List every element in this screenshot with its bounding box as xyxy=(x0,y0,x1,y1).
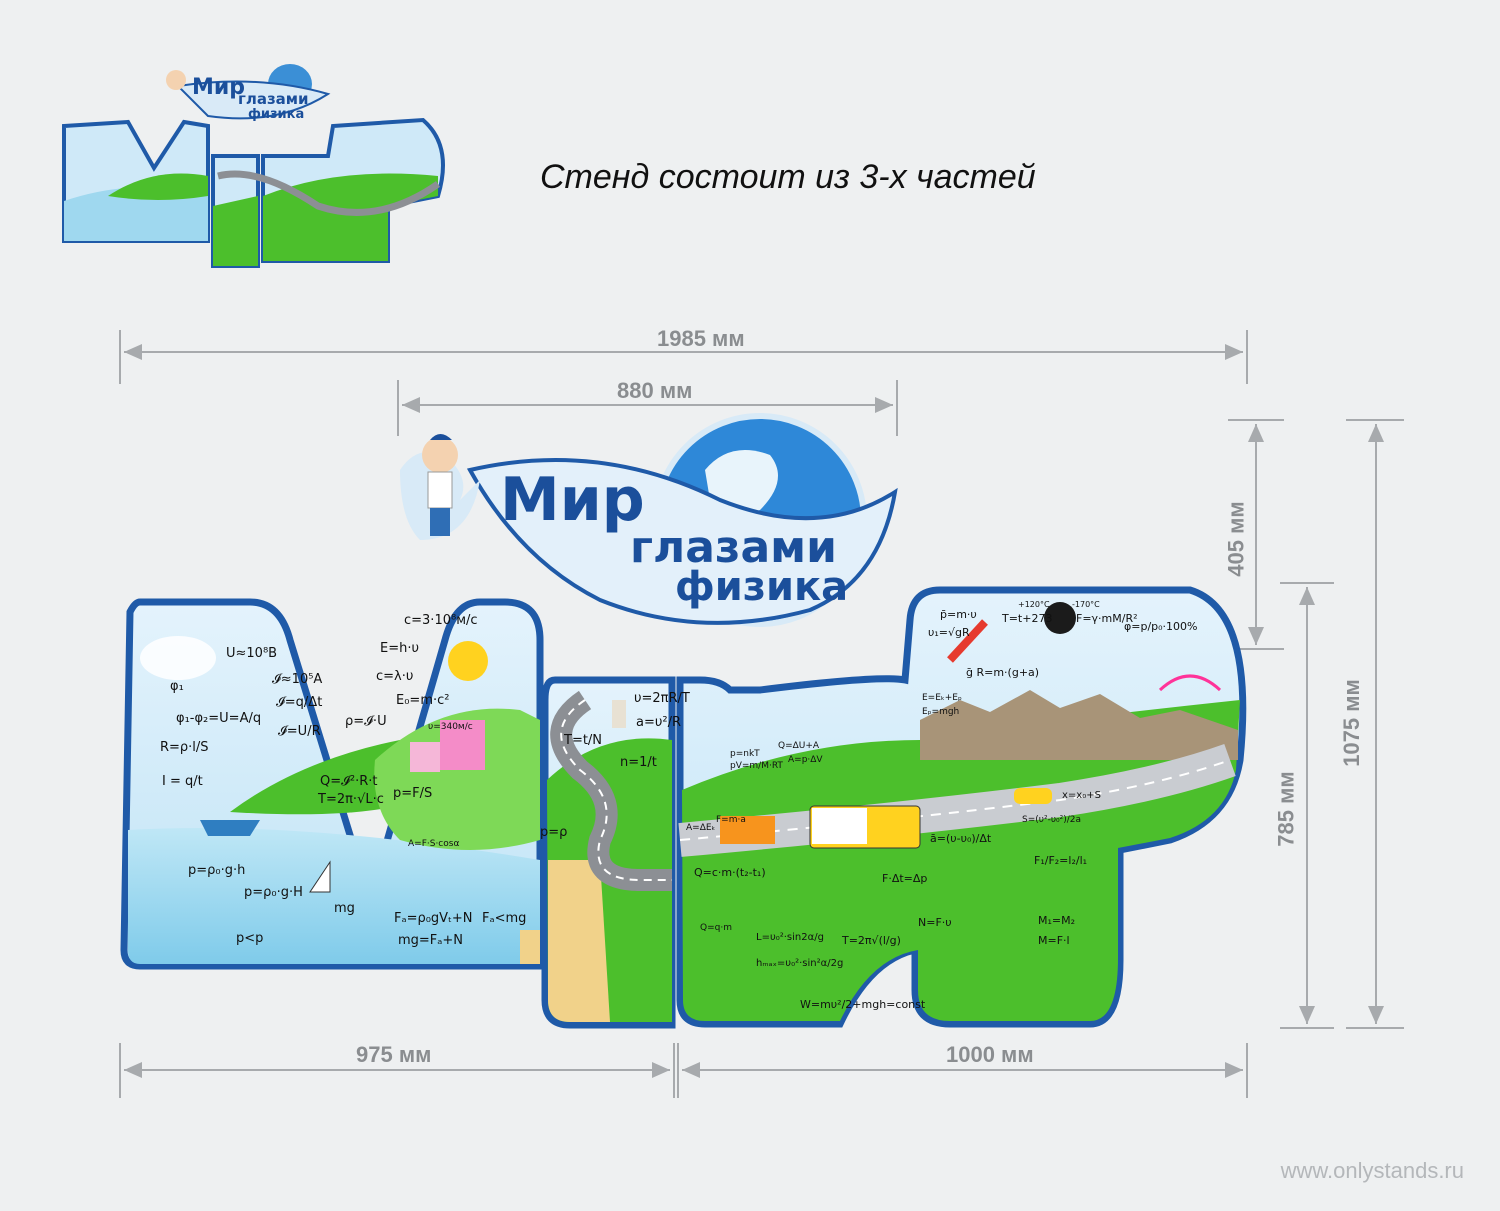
formula-text: υ=340м/с xyxy=(428,722,473,732)
dim-left-width-label: 975 мм xyxy=(356,1042,432,1067)
formula-text: φ₁-φ₂=U=A/q xyxy=(176,711,261,726)
dim-total-width-label: 1985 мм xyxy=(657,326,745,351)
formulas-i: υ=2πR/T a=υ²/R T=t/N n=1/t p=ρ A=F·S·cos… xyxy=(408,691,690,849)
formula-text: F=γ·mM/R² xyxy=(1076,612,1138,625)
formula-text: p=F/S xyxy=(393,786,432,801)
formula-text: F₁/F₂=l₂/l₁ xyxy=(1034,854,1087,867)
formula-text: 𝓘≈10⁵А xyxy=(272,672,322,687)
formula-text: p<p xyxy=(236,931,263,946)
formula-text: c=λ·υ xyxy=(376,669,413,684)
formulas-r: p̄=m·υ υ₁=√gR T=t+273 +120°C -170°C F=γ·… xyxy=(686,600,1198,1011)
formula-text: T=2π·√L·c xyxy=(317,792,384,807)
stand-caption: Стенд состоит из 3-х частей xyxy=(540,158,1036,196)
formula-text: φ=p/p₀·100% xyxy=(1124,620,1198,633)
formula-text: E₀=m·c² xyxy=(396,693,449,708)
dim-total-height-label: 1075 мм xyxy=(1338,679,1364,767)
formula-text: M₁=M₂ xyxy=(1038,914,1075,927)
dimension-left-width xyxy=(119,1043,675,1098)
formula-text: T=t/N xyxy=(563,733,602,748)
svg-text:глазами: глазами xyxy=(238,90,309,108)
formula-text: hₘₐₓ=υ₀²·sin²α/2g xyxy=(756,958,843,969)
formula-text: Q=ΔU+A xyxy=(778,741,820,751)
formula-text: Eₚ=mgh xyxy=(922,707,959,717)
formula-text: φ₁ xyxy=(170,679,184,694)
formula-text: mg xyxy=(334,901,355,916)
formula-text: υ₁=√gR xyxy=(928,626,970,639)
formula-text: W=mυ²/2+mgh=const xyxy=(800,998,926,1011)
dim-letters-height-label: 785 мм xyxy=(1273,771,1299,847)
dimension-letters-height xyxy=(1280,582,1334,1029)
watermark: www.onlystands.ru xyxy=(1280,1158,1464,1183)
formula-text: x=x₀+S xyxy=(1062,790,1101,801)
letter-r-panel xyxy=(676,586,1247,1028)
formula-text: 𝓘=q/Δt xyxy=(276,695,322,710)
formula-text: c=3·10⁸м/с xyxy=(404,613,478,628)
formula-text: I = q/t xyxy=(162,774,203,789)
formula-text: p=ρ xyxy=(540,825,567,840)
title-banner: Мир глазами физика xyxy=(400,413,898,627)
dimension-title-width xyxy=(397,380,898,436)
dimension-total-width xyxy=(119,330,1248,384)
svg-text:Мир: Мир xyxy=(192,75,245,100)
formula-text: 𝓘=U/R xyxy=(278,724,321,739)
formula-text: ρ=𝓘·U xyxy=(345,714,387,729)
letter-i-panel xyxy=(541,676,676,1029)
formula-text: M=F·l xyxy=(1038,934,1070,947)
formula-text: E=Eₖ+Eₚ xyxy=(922,693,962,703)
formula-text: p̄=m·υ xyxy=(940,608,977,621)
formula-text: Q=𝓘²·R·t xyxy=(320,774,378,789)
formula-text: υ=2πR/T xyxy=(634,691,690,706)
formula-text: ā=(υ-υ₀)/Δt xyxy=(930,832,992,845)
svg-text:глазами: глазами xyxy=(630,522,837,573)
formula-text: ḡ R=m·(g+a) xyxy=(966,666,1039,679)
formula-text: a=υ²/R xyxy=(636,715,681,730)
formula-text: N=F·υ xyxy=(918,916,952,929)
dim-right-width-label: 1000 мм xyxy=(946,1042,1034,1067)
svg-text:физика: физика xyxy=(675,564,848,610)
formula-text: T=t+273 xyxy=(1001,612,1052,625)
dim-title-height-label: 405 мм xyxy=(1223,501,1249,577)
formula-text: F·Δt=Δp xyxy=(882,872,927,885)
dim-title-width-label: 880 мм xyxy=(617,378,693,403)
formula-text: +120°C xyxy=(1018,600,1050,609)
letter-m-panel xyxy=(120,598,544,970)
formula-text: p=ρ₀·g·h xyxy=(188,863,245,878)
formula-text: A=F·S·cosα xyxy=(408,839,459,849)
formula-text: n=1/t xyxy=(620,755,657,770)
formulas-m: U≈10⁸В φ₁ 𝓘≈10⁵А 𝓘=q/Δt φ₁-φ₂=U=A/q 𝓘=U/… xyxy=(160,613,526,948)
formula-text: p=nkT xyxy=(730,749,760,759)
formula-text: A=ΔEₖ xyxy=(686,823,716,833)
dimension-total-height xyxy=(1346,419,1404,1029)
formula-text: p=ρ₀·g·H xyxy=(244,885,303,900)
formula-text: -170°C xyxy=(1072,600,1100,609)
formula-text: A=p·ΔV xyxy=(788,755,823,765)
formula-text: U≈10⁸В xyxy=(226,646,277,661)
formula-text: R=ρ·l/S xyxy=(160,740,209,755)
formula-text: T=2π√(l/g) xyxy=(841,934,901,947)
formula-text: Q=q·m xyxy=(700,923,732,933)
formula-text: Fₐ=ρ₀gVₜ+N xyxy=(394,911,473,926)
svg-text:Мир: Мир xyxy=(500,465,645,535)
formula-text: mg=Fₐ+N xyxy=(398,933,463,948)
formula-text: L=υ₀²·sin2α/g xyxy=(756,932,824,943)
formula-text: Fₐ<mg xyxy=(482,911,526,926)
formula-text: E=h·υ xyxy=(380,641,419,656)
dimension-right-width xyxy=(677,1043,1248,1098)
formula-text: Q=c·m·(t₂-t₁) xyxy=(694,866,766,879)
svg-text:физика: физика xyxy=(248,107,304,122)
formula-text: F=m·a xyxy=(716,815,746,825)
formula-text: pV=m/M·RT xyxy=(730,761,783,771)
thumbnail-stand-preview: Мир глазами физика xyxy=(62,64,445,268)
formula-text: S=(υ²-υ₀²)/2a xyxy=(1022,815,1081,825)
